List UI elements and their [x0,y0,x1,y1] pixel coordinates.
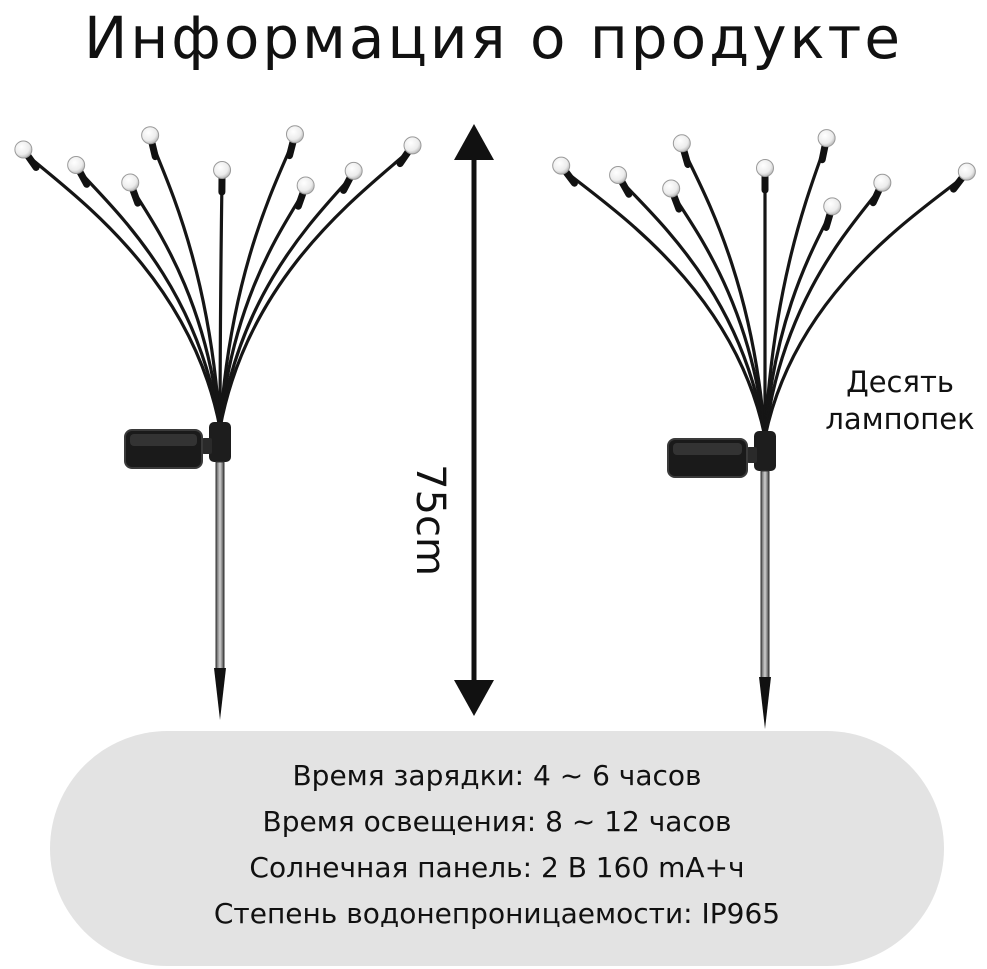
lamp-stem [131,188,222,430]
lamp-stem [763,176,964,439]
bulb-holder [148,139,159,161]
stake-spike [759,677,771,729]
bulb-holder [869,186,883,207]
spec-solar-panel: Солнечная панель: 2 В 160 mA+ч [249,851,745,884]
lamp-stake [760,470,770,682]
bulb-holder [129,186,142,207]
lamp-stem [620,180,767,439]
bulb [403,136,422,155]
lamp-stem [682,149,767,439]
bulb-holder [294,189,307,210]
bulb [756,159,774,177]
bulb-holder [670,192,683,213]
bulb-holder [950,174,966,193]
spec-waterproof-rating: Степень водонепроницаемости: IP965 [213,897,781,930]
bulb-holder [340,174,354,194]
bulb [672,134,691,153]
bulb [823,197,842,216]
solar-panel-highlight [673,443,742,455]
lamp-stem [564,170,767,439]
lamp-stem [78,170,222,430]
stake-spike [214,668,226,720]
lamp-stem [218,191,305,430]
spec-lighting-time: Время освещения: 8 ~ 12 часов [262,805,732,838]
bulb-holder [24,152,40,171]
bulb-count-line-1: Десять [846,365,954,399]
bulb-holder [680,147,692,168]
bulb [285,125,304,144]
bulb-holder [396,148,412,168]
bulb-holder [618,178,633,198]
spec-charging-time: Время зарядки: 4 ~ 6 часов [292,759,702,792]
solar-panel-highlight [130,434,197,446]
bulb-holder [818,142,829,164]
bulb-holder [76,168,91,188]
lamp-stem [150,141,222,430]
height-arrow-icon [454,124,494,716]
panel-bracket [747,447,757,463]
bulb-holder [562,168,578,187]
bulb-holder [286,138,297,160]
bulb [873,173,892,192]
bulb-holder [822,210,834,231]
bulb [213,161,232,180]
bulb [141,126,160,145]
lamp-stem [218,176,352,430]
bulb [662,179,681,198]
bulb [344,161,363,180]
bulb [817,129,836,148]
right-lamp-icon [552,129,976,729]
lamp-stem [218,140,295,430]
lamp-hub [754,431,776,471]
bulb [609,166,628,185]
specs-panel: Время зарядки: 4 ~ 6 часов Время освещен… [50,731,944,966]
bulb-count-note: Десять лампопек [820,364,980,438]
height-dimension-label: 75cm [407,464,453,576]
bulb [296,176,315,195]
lamp-hub [209,422,231,462]
lamp-stem [218,150,410,430]
lamp-stake [215,461,225,673]
lamp-stem [218,176,224,430]
left-lamp-icon [14,125,422,720]
bulb [14,140,33,159]
bulb [552,156,571,175]
lamp-stem [26,154,222,430]
bulb-count-line-2: лампопек [825,402,975,436]
page-title: Информация о продукте [83,4,904,72]
bulb [67,155,86,174]
bulb [957,162,976,181]
bulb [121,173,140,192]
panel-bracket [202,438,212,454]
lamp-stem [672,194,767,439]
lamp-stem [763,188,881,439]
lamp-stem [763,144,827,439]
